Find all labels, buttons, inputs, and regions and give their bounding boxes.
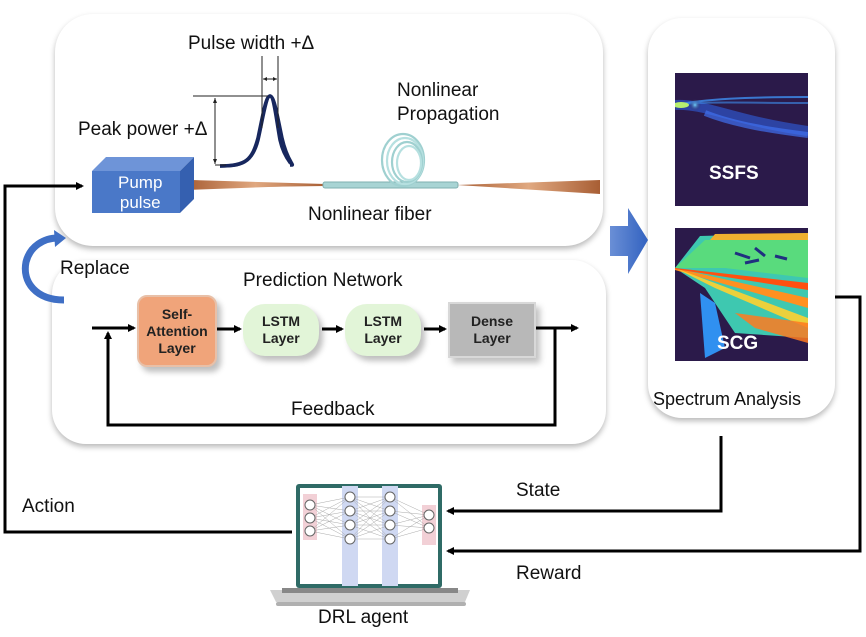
nn-edge [389, 496, 430, 516]
state-arrow [446, 436, 723, 515]
block-line: Layer [262, 330, 300, 346]
nn-edge [309, 524, 351, 532]
nn-edge [349, 524, 391, 540]
replace-label: Replace [60, 258, 130, 279]
pump-pulse-box-icon [92, 157, 194, 213]
nn-node [384, 519, 396, 531]
block-line: Layer [473, 330, 511, 346]
peak-power-label: Peak power +Δ [78, 119, 208, 140]
lstm-layer-block-1: LSTM Layer [243, 304, 319, 356]
nn-edge [349, 510, 391, 540]
action-arrow [3, 182, 292, 534]
drl-agent-label: DRL agent [318, 607, 409, 628]
fiber-output-section [457, 180, 600, 194]
pump-pulse-label: Pump pulse [118, 173, 162, 213]
nn-edge [309, 504, 351, 526]
replace-arrow-icon [21, 230, 66, 304]
block-line: LSTM [261, 313, 301, 329]
nn-edge [389, 496, 430, 529]
pump-label-line1: Pump [118, 173, 163, 192]
scg-label: SCG [717, 333, 759, 354]
nn-node [344, 519, 356, 531]
block-line: LSTM [363, 313, 403, 329]
propagation-line2: Propagation [397, 104, 500, 125]
pump-label-line2: pulse [119, 193, 161, 212]
nn-node [344, 505, 356, 517]
nn-edge [389, 510, 430, 516]
prediction-network-title: Prediction Network [243, 270, 403, 291]
nn-edge [389, 510, 430, 529]
scg-spectrum-image: SCG [675, 228, 808, 361]
block-line: Layer [158, 339, 196, 356]
nn-edge [389, 514, 430, 540]
propagation-line1: Nonlinear [397, 80, 479, 101]
nn-node [423, 509, 435, 521]
nn-edge [349, 496, 391, 526]
block-line: Attention [146, 322, 208, 339]
nn-node [423, 522, 435, 534]
to-spectrum-arrow-icon [610, 208, 648, 274]
nn-node [384, 505, 396, 517]
lstm-layer-block-2: LSTM Layer [345, 304, 421, 356]
nonlinear-fiber-section [322, 181, 459, 189]
ssfs-spectrum-image: SSFS [675, 73, 808, 206]
reward-label: Reward [516, 563, 582, 584]
block-line: Layer [364, 330, 402, 346]
ssfs-label: SSFS [709, 163, 759, 184]
nn-node [304, 525, 316, 537]
nn-edge [309, 517, 351, 526]
nn-edge [349, 496, 391, 512]
spectrum-analysis-caption: Spectrum Analysis [653, 389, 802, 409]
pulse-waveform [193, 56, 295, 168]
neural-network-diagram [303, 486, 436, 586]
block-line: Dense [470, 313, 514, 329]
nn-node [384, 491, 396, 503]
state-label: State [516, 480, 561, 501]
nn-node [304, 499, 316, 511]
nn-node [344, 533, 356, 545]
nn-edge [309, 510, 351, 519]
nn-edge [309, 496, 351, 519]
self-attention-layer-block: Self- Attention Layer [137, 295, 217, 367]
nonlinear-fiber-label: Nonlinear fiber [308, 204, 432, 225]
nn-node [384, 533, 396, 545]
dense-layer-block: Dense Layer [448, 302, 536, 358]
nn-edge [309, 504, 351, 540]
nonlinear-propagation-label: Nonlinear Propagation [397, 79, 499, 127]
nn-edge [389, 524, 430, 529]
laptop-icon [270, 484, 470, 606]
reward-arrow [446, 295, 862, 555]
nn-edge [309, 504, 351, 512]
feedback-label: Feedback [291, 399, 375, 420]
pulse-width-label: Pulse width +Δ [188, 33, 315, 54]
nn-edge [309, 496, 351, 506]
nn-edge [309, 510, 351, 532]
nn-edge [349, 496, 391, 540]
nn-edge [389, 514, 430, 526]
feedback-arrow [104, 328, 557, 427]
nn-edge [309, 517, 351, 540]
nn-edge [309, 530, 351, 540]
nn-node [304, 512, 316, 524]
block-line: Self- [161, 305, 193, 322]
nn-edge [309, 496, 351, 532]
nn-node [344, 491, 356, 503]
nn-edge [389, 527, 430, 540]
action-label: Action [22, 496, 75, 517]
fiber-coil-icon [380, 132, 426, 188]
